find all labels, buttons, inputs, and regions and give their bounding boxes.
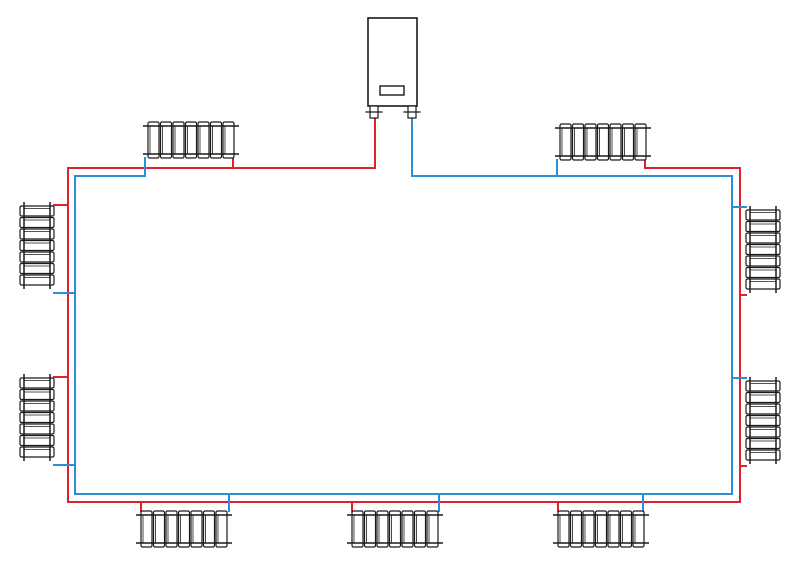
radiator-top-left-section <box>172 121 185 159</box>
radiator-bottom-middle-section <box>351 510 364 548</box>
radiator-bottom-left <box>136 510 232 548</box>
radiator-left-upper-section <box>19 239 55 252</box>
radiator-right-lower <box>745 377 781 464</box>
radiator-right-upper-section <box>745 255 781 267</box>
boiler-display-panel <box>379 85 405 96</box>
radiator-bottom-left-section <box>152 510 166 548</box>
radiator-bottom-right-section <box>594 510 608 548</box>
radiator-left-upper-section <box>19 205 55 217</box>
return-loop-pipe <box>74 118 733 495</box>
radiator-right-upper-section <box>745 266 781 279</box>
radiator-top-right-section <box>609 123 622 161</box>
radiator-top-right-section <box>621 123 635 161</box>
supply-loop-pipe <box>67 118 741 503</box>
radiator-top-left-section <box>159 121 173 159</box>
radiator-bottom-left-section <box>202 510 216 548</box>
radiator-top-left-section <box>197 121 210 159</box>
radiator-top-left <box>143 121 239 159</box>
radiator-bottom-right-section <box>632 510 645 548</box>
radiator-bottom-left-section <box>165 510 178 548</box>
radiator-bottom-middle-section <box>413 510 427 548</box>
radiator-right-upper-section <box>745 232 781 244</box>
radiator-right-upper-section <box>745 278 781 290</box>
radiator-right-lower-section <box>745 391 781 404</box>
radiator-left-lower-section <box>19 434 55 447</box>
radiator-left-lower-section <box>19 423 55 435</box>
radiator-left-lower-section <box>19 388 55 401</box>
radiator-right-upper-section <box>745 243 781 256</box>
radiator-bottom-right-section <box>619 510 633 548</box>
radiator-bottom-left-section <box>215 510 228 548</box>
radiator-left-lower <box>19 374 55 461</box>
radiator-bottom-left-section <box>177 510 191 548</box>
radiator-bottom-middle-section <box>376 510 389 548</box>
radiator-bottom-middle-section <box>401 510 414 548</box>
radiator-bottom-middle-section <box>363 510 377 548</box>
radiator-left-upper-section <box>19 216 55 229</box>
radiator-left-lower-section <box>19 377 55 389</box>
radiator-top-right-section <box>571 123 585 161</box>
radiator-bottom-left-section <box>190 510 203 548</box>
radiator-top-left-section <box>209 121 223 159</box>
radiator-top-left-section <box>147 121 160 159</box>
radiator-left-lower-section <box>19 411 55 424</box>
radiator-bottom-right-section <box>582 510 595 548</box>
radiator-left-lower-section <box>19 400 55 412</box>
radiator-left-upper-section <box>19 274 55 286</box>
radiator-bottom-right-section <box>569 510 583 548</box>
radiator-bottom-right-section <box>557 510 570 548</box>
radiator-top-right-section <box>596 123 610 161</box>
radiator-right-upper <box>745 206 781 293</box>
radiator-top-left-section <box>184 121 198 159</box>
radiator-left-lower-section <box>19 446 55 458</box>
radiator-right-lower-section <box>745 380 781 392</box>
radiator-bottom-right <box>553 510 649 548</box>
radiator-left-upper-section <box>19 251 55 263</box>
radiator-top-right-section <box>584 123 597 161</box>
radiator-top-right-section <box>634 123 647 161</box>
equipment-layer <box>19 17 781 548</box>
radiator-bottom-middle-section <box>426 510 439 548</box>
radiator-left-upper-section <box>19 228 55 240</box>
radiator-right-upper-section <box>745 220 781 233</box>
pipes-layer <box>53 118 747 512</box>
radiator-right-upper-section <box>745 209 781 221</box>
radiator-top-left-section <box>222 121 235 159</box>
boiler-icon <box>365 17 421 119</box>
radiator-bottom-right-section <box>607 510 620 548</box>
radiator-top-right <box>555 123 651 161</box>
radiator-bottom-left-section <box>140 510 153 548</box>
radiator-top-right-section <box>559 123 572 161</box>
radiator-bottom-middle-section <box>388 510 402 548</box>
radiator-right-lower-section <box>745 449 781 461</box>
radiator-left-upper <box>19 202 55 289</box>
radiator-right-lower-section <box>745 403 781 415</box>
radiator-left-upper-section <box>19 262 55 275</box>
radiator-right-lower-section <box>745 437 781 450</box>
radiator-bottom-middle <box>347 510 443 548</box>
radiator-right-lower-section <box>745 414 781 427</box>
radiator-right-lower-section <box>745 426 781 438</box>
